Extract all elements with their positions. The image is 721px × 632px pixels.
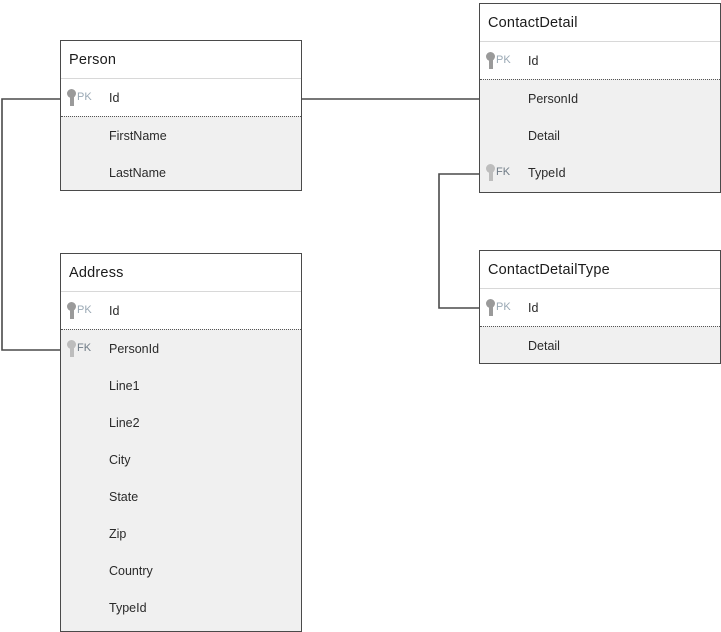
relationship-line-person-to-address[interactable] <box>1 98 60 351</box>
foreign-key-label: FK <box>496 166 511 178</box>
primary-key-section: PK Id <box>480 42 720 79</box>
field-name: FirstName <box>109 128 167 143</box>
field-name: Id <box>109 303 120 318</box>
field-name: Line2 <box>109 415 140 430</box>
field-row[interactable]: Zip <box>61 515 301 552</box>
field-name: Id <box>528 300 539 315</box>
entity-title: ContactDetail <box>488 14 578 31</box>
primary-key-label: PK <box>77 304 92 316</box>
field-name: PersonId <box>528 91 579 106</box>
entity-header[interactable]: ContactDetail <box>480 4 720 42</box>
field-row[interactable]: LastName <box>61 154 301 190</box>
field-name: LastName <box>109 165 166 180</box>
field-name: State <box>109 489 139 504</box>
key-slot: PK <box>480 52 528 69</box>
primary-key-section: PK Id <box>480 289 720 326</box>
primary-key-icon <box>486 52 495 69</box>
field-row[interactable]: PersonId <box>480 80 720 117</box>
entity-title: ContactDetailType <box>488 261 610 278</box>
field-row[interactable]: PK Id <box>61 292 301 329</box>
primary-key-label: PK <box>496 301 511 313</box>
key-slot: PK <box>61 302 109 319</box>
field-row[interactable]: PK Id <box>61 79 301 116</box>
primary-key-icon <box>67 302 76 319</box>
field-row[interactable]: City <box>61 441 301 478</box>
primary-key-label: PK <box>496 54 511 66</box>
field-row[interactable]: PK Id <box>480 42 720 79</box>
field-row[interactable]: TypeId <box>61 589 301 626</box>
field-name: Country <box>109 563 153 578</box>
key-slot: PK <box>61 89 109 106</box>
entity-title: Person <box>69 51 117 68</box>
entity-header[interactable]: ContactDetailType <box>480 251 720 289</box>
foreign-key-label: FK <box>77 342 92 354</box>
field-name: TypeId <box>528 165 566 180</box>
field-name: Line1 <box>109 378 140 393</box>
field-section: Detail <box>480 326 720 363</box>
field-name: City <box>109 452 131 467</box>
field-name: Detail <box>528 128 560 143</box>
relationship-line-contactdetail-to-contactdetailtype[interactable] <box>438 173 479 309</box>
primary-key-icon <box>67 89 76 106</box>
field-name: Zip <box>109 526 127 541</box>
field-row[interactable]: Line1 <box>61 367 301 404</box>
field-row[interactable]: Detail <box>480 327 720 363</box>
primary-key-label: PK <box>77 91 92 103</box>
foreign-key-icon <box>67 340 76 357</box>
foreign-key-icon <box>486 164 495 181</box>
key-slot: PK <box>480 299 528 316</box>
field-row[interactable]: Country <box>61 552 301 589</box>
field-name: Id <box>528 53 539 68</box>
field-name: Detail <box>528 338 560 353</box>
field-row[interactable]: State <box>61 478 301 515</box>
primary-key-icon <box>486 299 495 316</box>
field-row[interactable]: PK Id <box>480 289 720 326</box>
field-row[interactable]: FirstName <box>61 117 301 154</box>
field-name: Id <box>109 90 120 105</box>
primary-key-section: PK Id <box>61 292 301 329</box>
field-name: TypeId <box>109 600 147 615</box>
primary-key-section: PK Id <box>61 79 301 116</box>
field-row[interactable]: FK PersonId <box>61 330 301 367</box>
key-slot: FK <box>480 164 528 181</box>
entity-header[interactable]: Person <box>61 41 301 79</box>
entity-header[interactable]: Address <box>61 254 301 292</box>
field-row[interactable]: Detail <box>480 117 720 154</box>
entity-title: Address <box>69 264 124 281</box>
key-slot: FK <box>61 340 109 357</box>
field-name: PersonId <box>109 341 160 356</box>
field-row[interactable]: FK TypeId <box>480 154 720 191</box>
field-row[interactable]: Line2 <box>61 404 301 441</box>
